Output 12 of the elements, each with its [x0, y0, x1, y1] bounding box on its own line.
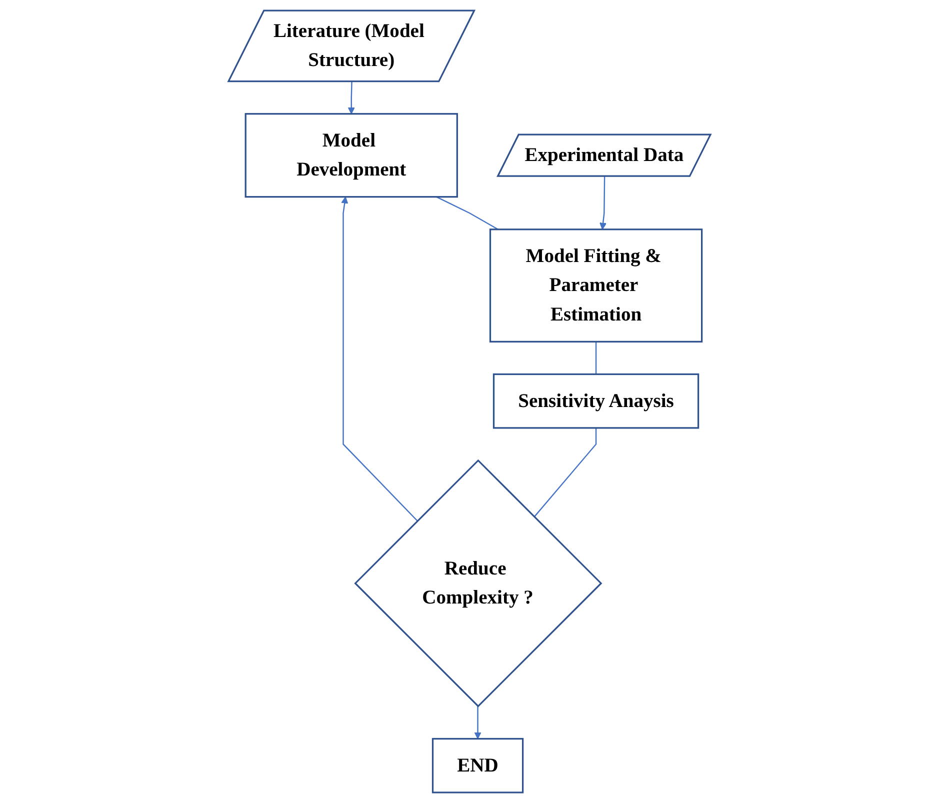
arrow	[474, 706, 481, 739]
node-box: END	[431, 737, 524, 793]
connector	[436, 196, 498, 230]
node-diamond: Reduce Complexity ?	[354, 458, 602, 707]
node-box: Model Fitting & Parameter Estimation	[488, 228, 702, 342]
node-box: Model Development	[244, 112, 458, 198]
arrow	[340, 196, 418, 521]
connector	[594, 341, 596, 374]
connector	[533, 427, 596, 517]
arrow	[347, 81, 354, 114]
arrow	[599, 176, 606, 230]
node-box: Sensitivity Anaysis	[492, 372, 699, 428]
